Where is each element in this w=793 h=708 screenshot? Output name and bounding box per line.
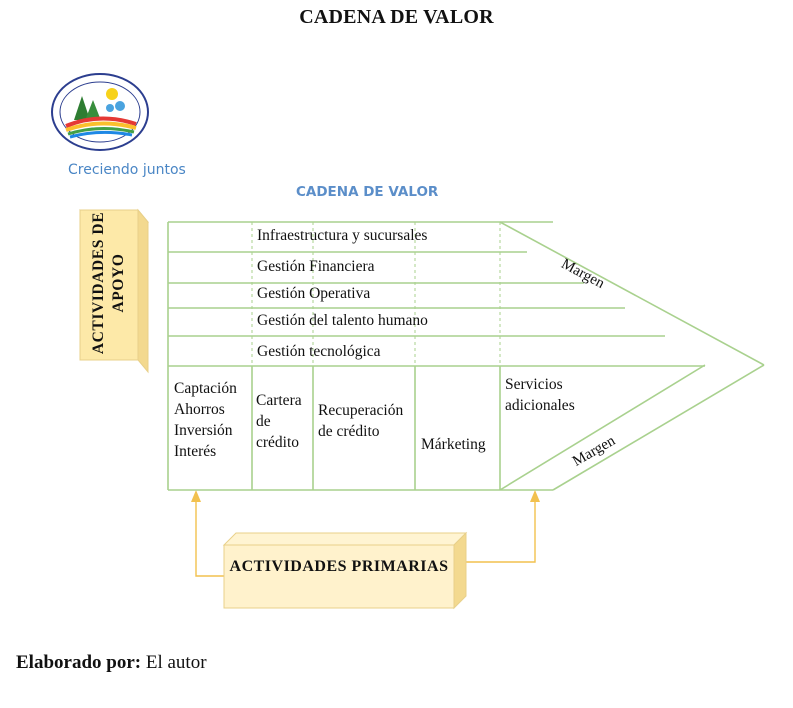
support-row-finance: Gestión Financiera <box>257 258 375 275</box>
logo-tagline: Creciendo juntos <box>68 162 186 178</box>
support-activities-box <box>78 208 150 374</box>
support-row-talent: Gestión del talento humano <box>257 312 428 329</box>
footer-credit: Elaborado por: El autor <box>16 652 207 674</box>
support-row-operations: Gestión Operativa <box>257 285 371 302</box>
primary-activities-box <box>222 531 468 610</box>
diagram-subtitle: CADENA DE VALOR <box>296 184 439 200</box>
chain-outline <box>167 221 765 491</box>
arrow-up-icon <box>530 490 540 502</box>
support-activities-label: ACTIVIDADES DE APOYO <box>90 211 127 355</box>
primary-marketing: Márketing <box>421 436 486 453</box>
primary-cartera: Cartera de crédito <box>256 392 302 451</box>
primary-recuperacion: Recuperación de crédito <box>318 402 404 440</box>
primary-activities-label: ACTIVIDADES PRIMARIAS <box>229 558 449 575</box>
primary-servicios: Servicios adicionales <box>505 376 575 414</box>
support-row-infrastructure: Infraestructura y sucursales <box>257 227 428 244</box>
chain-dashed-dividers <box>251 222 501 366</box>
cooperative-logo-icon <box>51 73 149 151</box>
primary-connectors <box>195 500 536 577</box>
arrow-up-icon <box>191 490 201 502</box>
primary-captacion: Captación Ahorros Inversión Interés <box>174 380 237 460</box>
footer-prefix: Elaborado por: <box>16 652 142 673</box>
footer-author: El autor <box>145 652 207 673</box>
support-row-technology: Gestión tecnológica <box>257 343 381 360</box>
page-title: CADENA DE VALOR <box>299 6 494 28</box>
